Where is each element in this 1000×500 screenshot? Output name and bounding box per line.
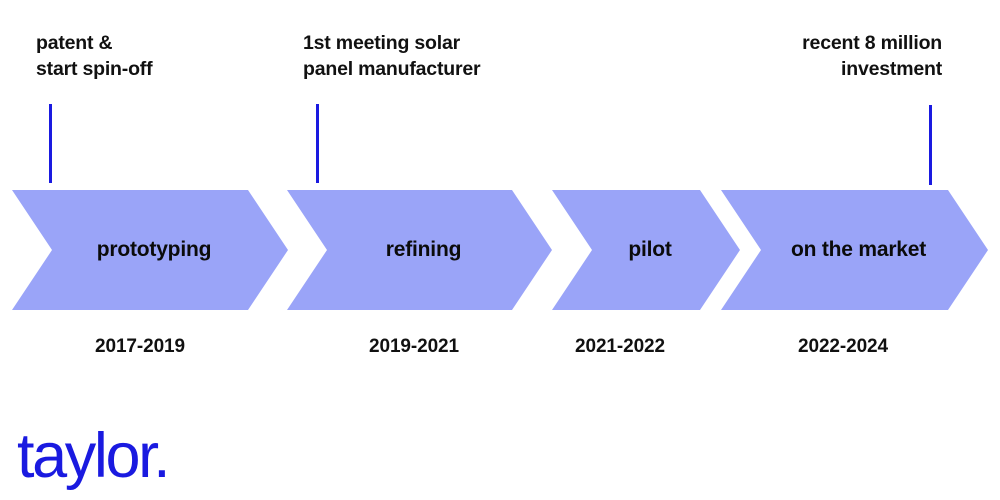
stage-label: on the market — [790, 238, 927, 261]
annotation-recent-investment: recent 8 million investment — [802, 32, 942, 80]
stage-chevron-on-the-market[interactable]: on the market — [721, 190, 988, 310]
stage-chevron-refining[interactable]: refining — [287, 190, 552, 310]
connector-line-stage-1 — [49, 104, 52, 183]
stage-period-refining: 2019-2021 — [369, 336, 459, 357]
stage-label: pilot — [628, 238, 672, 261]
stage-period-pilot: 2021-2022 — [575, 336, 665, 357]
stage-label: refining — [385, 238, 462, 261]
stage-period-prototyping: 2017-2019 — [95, 336, 185, 357]
taylor-logo: taylor. — [17, 421, 171, 491]
annotation-first-meeting: 1st meeting solar panel manufacturer — [303, 32, 481, 80]
stage-label: prototyping — [96, 238, 212, 261]
stage-period-on-the-market: 2022-2024 — [798, 336, 888, 357]
connector-line-stage-2 — [316, 104, 319, 183]
annotation-patent-spin-off: patent & start spin-off — [36, 32, 153, 80]
connector-line-stage-4 — [929, 105, 932, 185]
stage-chevron-prototyping[interactable]: prototyping — [12, 190, 288, 310]
stage-chevron-pilot[interactable]: pilot — [552, 190, 740, 310]
